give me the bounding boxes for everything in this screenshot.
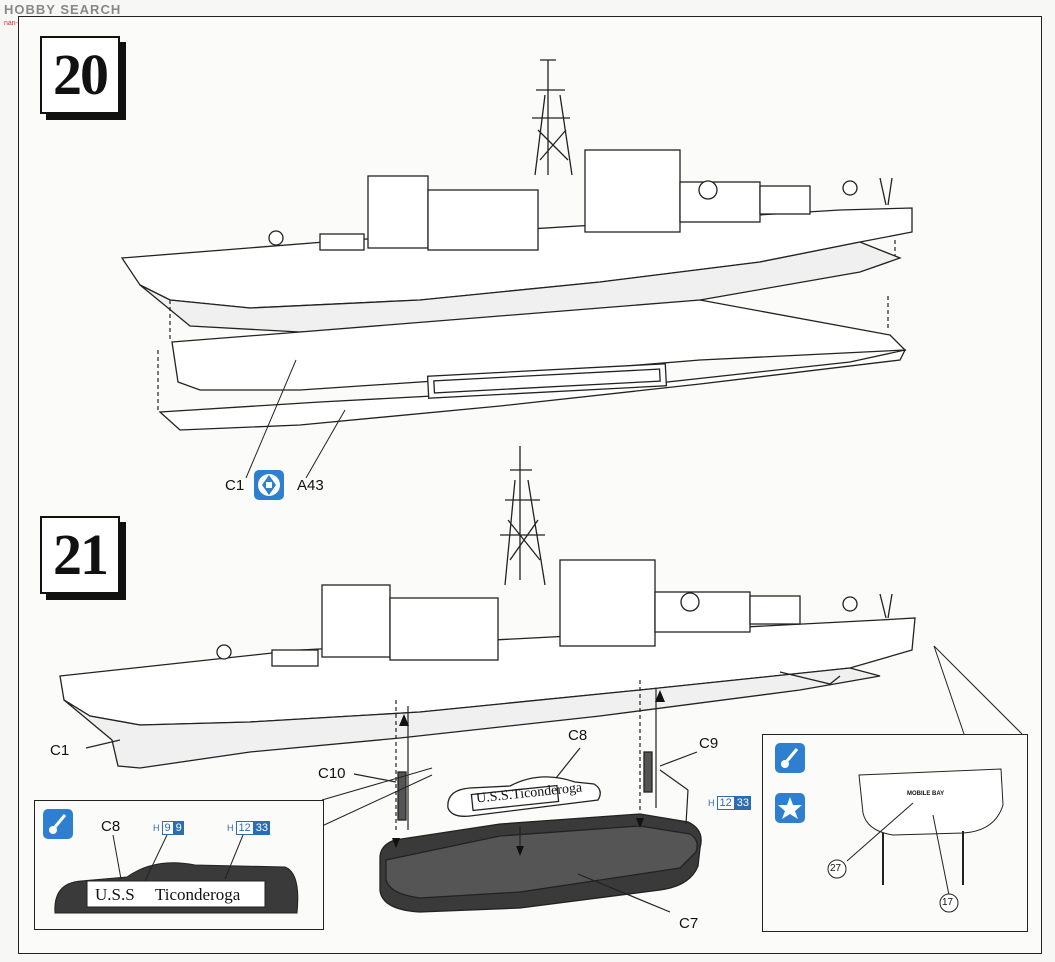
watermark-brand: HOBBY SEARCH	[4, 2, 122, 17]
detail-callout-stern: MOBILE BAY 27 17	[762, 734, 1028, 932]
nameplate-uss: U.S.S	[95, 885, 135, 904]
part-label-c1-step21: C1	[50, 742, 70, 759]
paint-brush-icon	[43, 809, 73, 839]
paint-brush-icon	[775, 743, 805, 773]
part-label-a43: A43	[297, 477, 324, 494]
step-21-number: 21	[40, 516, 120, 594]
stern-name-text: MOBILE BAY	[907, 791, 945, 797]
cement-icon	[254, 470, 284, 500]
part-label-c1: C1	[225, 477, 245, 494]
nameplate-ticonderoga: Ticonderoga	[155, 885, 241, 904]
part-label-c8: C8	[568, 727, 588, 744]
part-label-c7: C7	[679, 915, 699, 932]
part-label-c9: C9	[699, 735, 719, 752]
detail-part-c8: C8	[101, 818, 121, 835]
part-label-c10: C10	[318, 765, 346, 782]
decal-number-27: 27	[830, 863, 842, 874]
decal-star-icon	[775, 793, 805, 823]
step-20-number: 20	[40, 36, 120, 114]
decal-number-17: 17	[942, 897, 954, 908]
